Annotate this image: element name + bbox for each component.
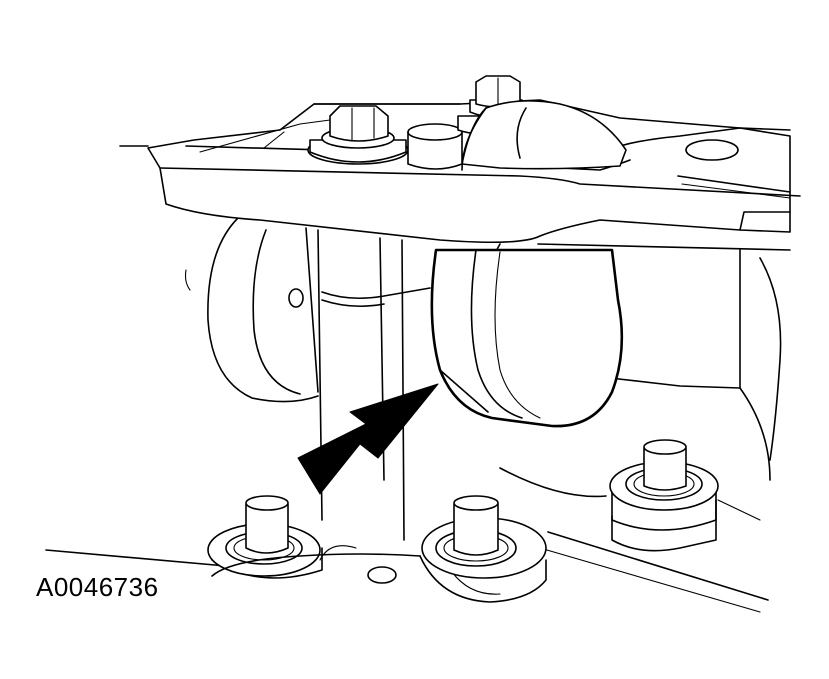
left-pulley	[184, 217, 319, 403]
top-bracket-plate	[119, 99, 801, 244]
lower-left-stud	[207, 495, 323, 579]
top-left-bolt	[307, 105, 409, 165]
figure-id-label: A0046736	[36, 572, 159, 602]
lower-right-stud	[609, 439, 719, 531]
engine-block-base	[45, 467, 769, 613]
top-cylindrical-cap	[461, 100, 627, 171]
vertical-shaft	[317, 229, 431, 541]
highlighted-seal-cap	[430, 248, 624, 428]
lower-middle-stud	[419, 495, 547, 603]
bottom-casting	[211, 545, 421, 584]
pointer-arrow-icon	[297, 383, 439, 495]
middle-bolts	[407, 75, 523, 170]
